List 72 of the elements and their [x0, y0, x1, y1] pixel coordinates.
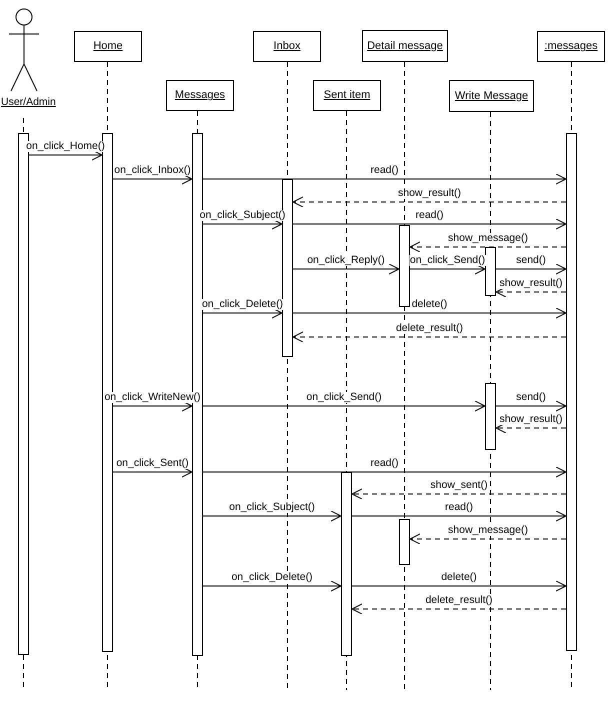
- message-arrow: [292, 264, 400, 274]
- return-message-arrow: [292, 332, 566, 342]
- message-arrow: [292, 218, 566, 230]
- activation-bar: [485, 247, 496, 296]
- return-message-arrow: [352, 488, 566, 500]
- message-label: on_click_Subject(): [228, 502, 316, 512]
- return-message-arrow: [410, 242, 566, 252]
- message-arrow: [202, 466, 566, 478]
- message-arrow: [112, 174, 192, 184]
- message-label: read(): [444, 502, 474, 512]
- message-label: send(): [515, 392, 547, 402]
- message-label: read(): [414, 210, 444, 220]
- message-label: on_click_Sent(): [115, 458, 190, 468]
- message-arrow: [352, 510, 566, 522]
- return-message-arrow: [410, 534, 566, 544]
- message-label: on_click_Delete(): [200, 299, 284, 310]
- actor-label: User/Admin: [1, 96, 56, 110]
- message-label: on_click_Send(): [305, 392, 383, 402]
- activation-bar: [485, 383, 496, 450]
- message-label: on_click_Reply(): [306, 255, 386, 266]
- activation-bar: [399, 519, 410, 565]
- message-arrow: [202, 174, 566, 184]
- message-arrow: [496, 400, 566, 412]
- message-label: show_result(): [498, 278, 564, 288]
- message-label: show_message(): [447, 525, 529, 536]
- message-label: show_result(): [396, 188, 462, 198]
- message-arrow: [202, 218, 282, 230]
- message-arrow: [112, 400, 192, 412]
- message-label: delete(): [410, 299, 448, 310]
- lifeline-header-box: Sent item: [313, 80, 381, 111]
- lifeline: [197, 110, 198, 134]
- message-label: on_click_WriteNew(): [103, 392, 202, 402]
- message-label: delete_result(): [424, 595, 494, 606]
- message-arrow: [112, 466, 192, 478]
- return-message-arrow: [496, 286, 566, 298]
- lifeline-header-box: Write Message: [449, 80, 534, 112]
- message-arrow: [292, 308, 566, 318]
- lifeline: [346, 110, 347, 472]
- return-message-arrow: [292, 196, 566, 208]
- message-arrow: [202, 400, 486, 412]
- message-arrow: [496, 264, 566, 274]
- message-arrow: [202, 510, 342, 522]
- activation-bar: [566, 133, 577, 651]
- message-label: read(): [370, 458, 400, 468]
- message-arrow: [28, 150, 102, 160]
- message-label: read(): [370, 165, 400, 176]
- lifeline-header-box: Inbox: [253, 31, 321, 62]
- message-label: on_click_Home(): [25, 141, 106, 152]
- lifeline: [23, 118, 24, 134]
- lifeline-header-box: Home: [74, 31, 142, 62]
- message-label: delete(): [440, 572, 478, 582]
- message-arrow: [202, 308, 282, 318]
- message-label: on_click_Subject(): [198, 210, 286, 220]
- return-message-arrow: [352, 604, 566, 614]
- message-label: show_sent(): [429, 480, 489, 490]
- message-label: on_click_Delete(): [230, 572, 314, 582]
- message-label: show_message(): [447, 233, 529, 244]
- message-arrow: [410, 264, 486, 274]
- message-label: send(): [515, 255, 547, 266]
- message-label: delete_result(): [394, 323, 464, 334]
- lifeline-header-box: Detail message: [362, 30, 448, 62]
- message-arrow: [352, 580, 566, 592]
- lifeline-header-box: Messages: [166, 80, 234, 111]
- activation-bar: [341, 472, 352, 656]
- message-label: show_result(): [498, 414, 564, 424]
- message-label: on_click_Inbox(): [113, 165, 192, 176]
- activation-bar: [399, 225, 410, 307]
- lifeline-header-box: :messages: [537, 31, 605, 62]
- return-message-arrow: [496, 422, 566, 434]
- lifeline: [404, 62, 405, 226]
- message-label: on_click_Send(): [408, 255, 486, 266]
- message-arrow: [202, 580, 342, 592]
